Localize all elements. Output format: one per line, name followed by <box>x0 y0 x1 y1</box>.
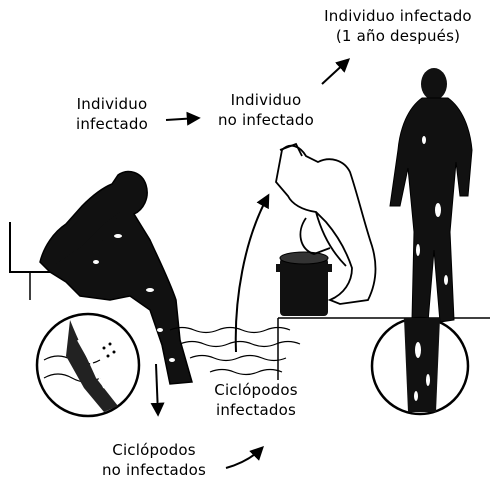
water-bucket <box>276 252 332 316</box>
infected-leg-magnified <box>37 314 139 416</box>
label-infected-line1: Individuo <box>64 94 160 114</box>
label-infected-later-line2: (1 año después) <box>308 26 488 46</box>
label-infected: Individuo infectado <box>64 94 160 134</box>
label-copepods-uninfected-line1: Ciclópodos <box>92 440 216 460</box>
label-uninfected-line2: no infectado <box>212 110 320 130</box>
arrow-copepods-uninfected <box>226 448 262 468</box>
label-copepods-uninfected-line2: no infectados <box>92 460 216 480</box>
label-infected-later: Individuo infectado (1 año después) <box>308 6 488 46</box>
arrow-water-to-copepods <box>156 364 158 414</box>
label-copepods-infected-line2: infectados <box>204 400 308 420</box>
infected-person-later-figure <box>390 68 472 322</box>
infected-leg-later-magnified <box>372 318 468 414</box>
label-uninfected-line1: Individuo <box>212 90 320 110</box>
label-infected-line2: infectado <box>64 114 160 134</box>
label-copepods-infected: Ciclópodos infectados <box>204 380 308 420</box>
label-copepods-uninfected: Ciclópodos no infectados <box>92 440 216 480</box>
label-copepods-infected-line1: Ciclópodos <box>204 380 308 400</box>
arrow-uninfected-to-infected-later <box>322 60 348 84</box>
label-uninfected: Individuo no infectado <box>212 90 320 130</box>
label-infected-later-line1: Individuo infectado <box>308 6 488 26</box>
arrow-copepods-infected-to-person <box>236 196 268 352</box>
arrow-infected-to-uninfected <box>166 118 198 120</box>
